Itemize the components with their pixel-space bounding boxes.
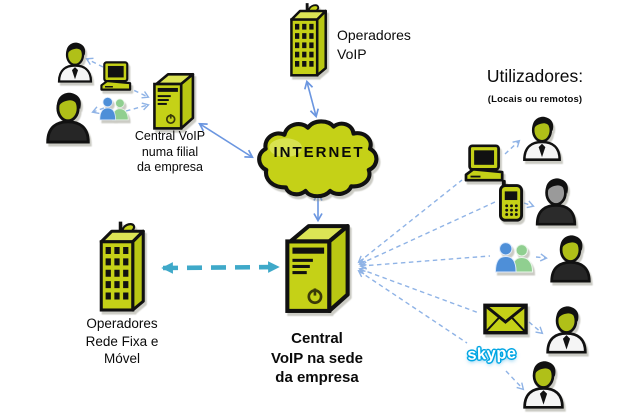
internet-label: INTERNET xyxy=(273,144,365,161)
arrow-hq-phone xyxy=(358,201,496,266)
arrow-messenger-person2 xyxy=(91,106,105,115)
user-email-icon xyxy=(483,303,528,335)
branch-person-1 xyxy=(57,42,93,83)
branch-server-icon xyxy=(153,72,195,130)
arrow-hq-skype xyxy=(357,269,468,344)
arrow-branch-internet xyxy=(198,122,254,159)
arrow-email-user xyxy=(528,321,544,335)
user-phone-icon xyxy=(499,179,524,222)
skype-logo: skype xyxy=(466,344,517,364)
arrow-laptop-person1 xyxy=(85,57,104,68)
fixed-mobile-building-icon xyxy=(99,221,145,312)
branch-messenger-icon xyxy=(99,96,129,121)
hq-pbx-label: Central VoIP na sede da empresa xyxy=(271,330,363,386)
user-person-phone xyxy=(535,178,577,226)
voip-operators-building-icon xyxy=(290,3,327,77)
internet-cloud-icon xyxy=(257,119,379,198)
user-person-messenger xyxy=(550,235,591,283)
arrow-messenger-branchserver xyxy=(125,102,150,112)
users-subtitle: (Locais ou remotos) xyxy=(487,94,583,105)
arrow-hq-computer xyxy=(357,179,463,264)
branch-pbx-label: Central VoIP numa filial da empresa xyxy=(134,129,206,175)
arrow-skype-user xyxy=(505,370,525,391)
user-person-email xyxy=(546,306,587,354)
arrow-hq-messenger xyxy=(359,255,491,270)
user-computer-icon xyxy=(464,144,504,182)
arrow-hq-email xyxy=(358,266,480,314)
arrow-hq-fixedops xyxy=(161,261,280,274)
arrow-voipops-internet xyxy=(303,79,320,119)
user-messenger-icon xyxy=(494,242,534,273)
arrow-phone-user xyxy=(523,200,535,209)
branch-person-2 xyxy=(46,92,90,144)
users-title: Utilizadores: xyxy=(486,66,584,86)
fixed-mobile-operators-label: Operadores Rede Fixa e Móvel xyxy=(85,316,159,367)
voip-operators-label: Operadores VoIP xyxy=(337,27,411,62)
branch-laptop-icon xyxy=(100,61,132,91)
user-person-computer xyxy=(523,116,561,161)
hq-server-icon xyxy=(285,224,350,313)
user-person-skype xyxy=(523,361,564,409)
arrow-messenger-user xyxy=(535,253,548,262)
arrow-computer-user xyxy=(504,139,521,155)
